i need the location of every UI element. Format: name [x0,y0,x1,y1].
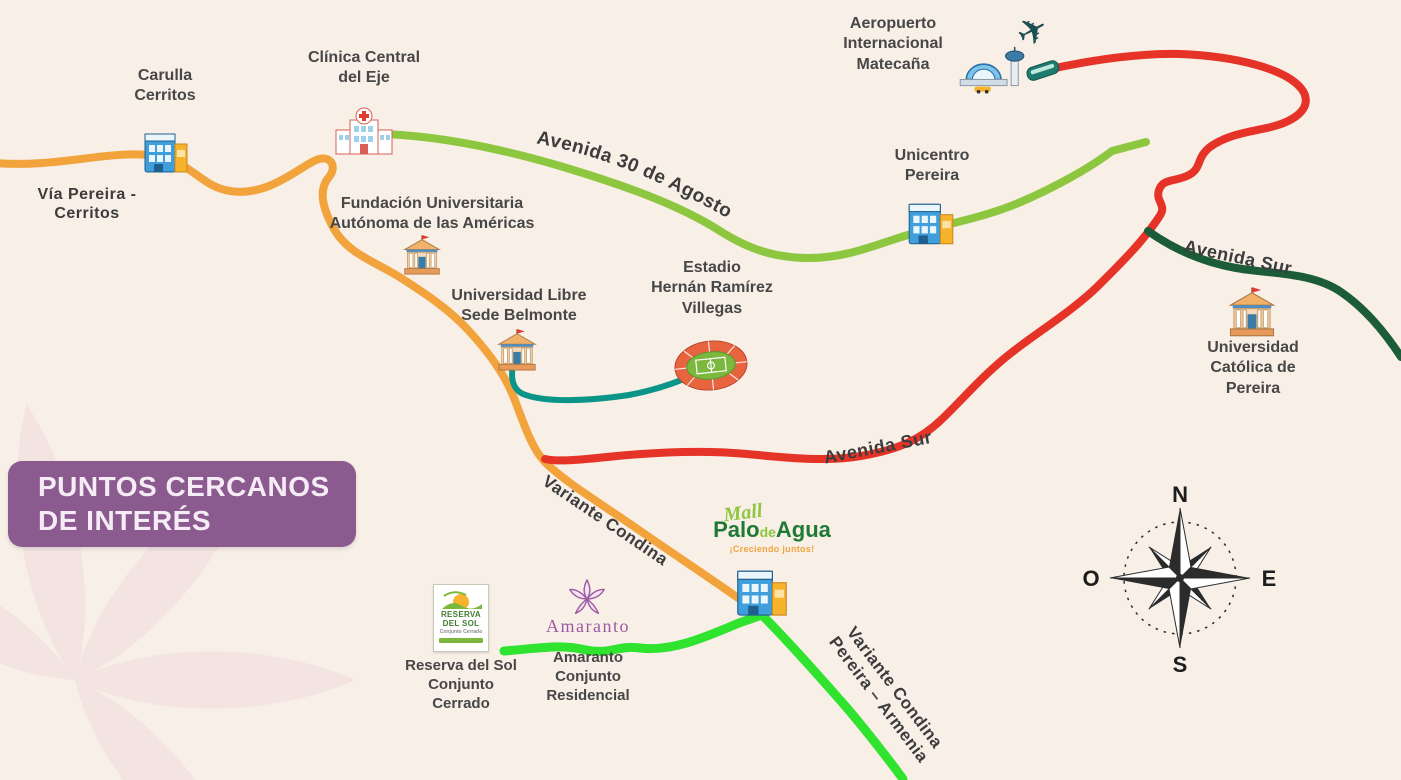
compass-north-label: N [1172,482,1188,507]
svg-text:Avenida 30 de Agosto: Avenida 30 de Agosto [535,128,736,223]
title-line-1: PUNTOS CERCANOS [38,470,330,502]
aeropuerto-airport-icon [948,12,1060,94]
palo-word-de: de [759,524,776,540]
palo-word-palo: Palo [713,517,760,542]
palo-de-agua-tagline: ¡Creciendo juntos! [729,544,815,554]
landmark-label-estadio: Estadio Hernán Ramírez Villegas [651,259,773,317]
road-via-pereira-cerritos-variante-condina [0,150,761,615]
reserva-sun-icon [442,591,482,609]
clinica-hospital-icon [334,106,394,158]
palo-de-agua-wordmark: PalodeAgua [692,519,852,541]
palo-word-agua: Agua [775,517,831,542]
title-line-2: DE INTERÉS [38,505,212,536]
title-badge: PUNTOS CERCANOS DE INTERÉS [8,461,356,547]
ucatolica-university-icon [1227,286,1277,338]
unilibre-university-icon [496,328,538,372]
amaranto-wordmark: Amaranto [546,616,630,636]
fundacion-university-icon [402,234,442,276]
compass-rose: N E S O [1082,482,1276,677]
road-to-estadio [509,348,701,404]
landmark-label-unilibre: Universidad Libre Sede Belmonte [451,287,587,325]
compass-east-label: E [1262,566,1277,591]
reserva-del-sol-ribbon [439,638,483,644]
estadio-stadium-icon [669,334,752,397]
landmark-label-unicentro: Unicentro Pereira [894,147,970,185]
landmark-label-fundacion: Fundación Universitaria Autónoma de las … [329,195,535,233]
compass-south-label: S [1173,652,1188,677]
palo-de-agua-mall-icon [734,562,790,622]
amaranto-flower-icon [566,578,608,620]
reserva-del-sol-subtitle: Conjunto Cerrado [439,629,483,636]
palo-de-agua-logo: Mall PalodeAgua ¡Creciendo juntos! [692,500,852,554]
compass-west-label: O [1082,566,1099,591]
unicentro-mall-icon [906,196,956,250]
landmark-label-carulla: Carulla Cerritos [134,67,196,105]
landmark-label-aeropuerto: Aeropuerto Internacional Matecaña [843,15,943,73]
reserva-del-sol-logo: RESERVA DEL SOL Conjunto Cerrado [433,584,489,652]
reserva-del-sol-wordmark: RESERVA DEL SOL [440,610,482,629]
carulla-store-icon [142,126,190,178]
road-variante-condina-armenia [499,609,908,780]
road-label-avenida-30-de-agosto: Avenida 30 de Agosto [535,128,735,223]
flower-watermark [0,404,355,780]
landmark-label-reserva-del-sol: Reserva del Sol Conjunto Cerrado [405,657,517,713]
landmark-label-clinica: Clínica Central del Eje [307,49,421,87]
landmark-label-ucatolica: Universidad Católica de Pereira [1207,339,1299,397]
road-avenida-sur-east [1144,227,1401,361]
road-avenida-30-de-agosto [379,130,1150,263]
landmark-label-amaranto: Amaranto Conjunto Residencial [546,649,630,705]
road-label-via-pereira-cerritos: Vía Pereira - Cerritos [37,186,137,223]
